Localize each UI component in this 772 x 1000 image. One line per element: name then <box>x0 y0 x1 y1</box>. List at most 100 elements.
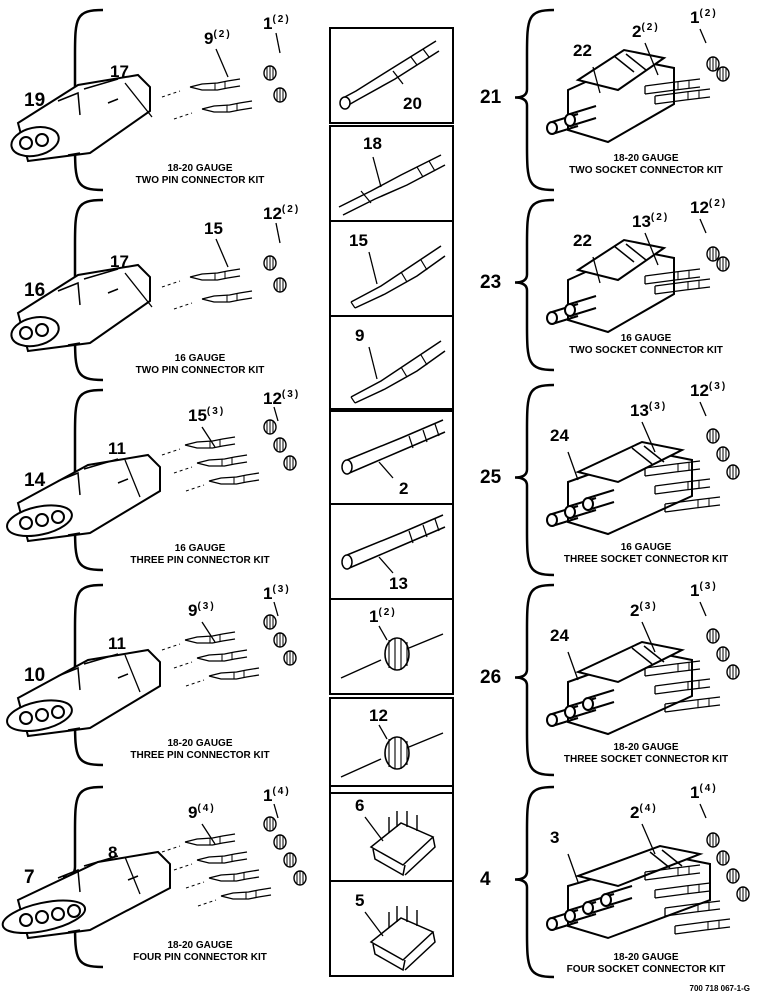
kit-caption-title: TWO SOCKET CONNECTOR KIT <box>569 345 723 356</box>
terminal-quantity: (3) <box>639 601 658 612</box>
kit-caption-title: FOUR PIN CONNECTOR KIT <box>133 952 267 963</box>
socket-housing-collar <box>575 640 686 684</box>
terminal-callout: 13(2) <box>632 213 669 231</box>
kit-number: 23 <box>480 271 502 293</box>
part-leader-line <box>378 556 394 574</box>
terminal-callout: 9(4) <box>188 804 216 822</box>
seal-callout: 1(2) <box>263 15 291 33</box>
socket-tower-end <box>564 909 576 923</box>
socket-housing-latch <box>631 645 665 665</box>
terminal-number: 15 <box>188 406 207 425</box>
assembly-dash-line <box>185 881 205 889</box>
seal-ribs <box>739 887 747 901</box>
seal-leader-line <box>699 601 707 617</box>
terminal-quantity: (2) <box>641 22 660 33</box>
assembly-dash-line <box>161 280 181 288</box>
seal-group <box>706 56 730 82</box>
kit-caption-title: TWO PIN CONNECTOR KIT <box>135 365 265 376</box>
socket-crimp-detail <box>687 480 700 490</box>
seal-icon <box>384 736 410 770</box>
seal-leader-line <box>273 601 279 617</box>
socket-terminals-group <box>644 268 711 295</box>
assembly-dash-line <box>185 484 205 492</box>
terminal-number: 2 <box>632 22 642 41</box>
seal-ribs <box>719 647 727 661</box>
kit-bracket <box>514 785 555 979</box>
seal-quantity: (4) <box>699 783 718 794</box>
socket-housing-collar <box>575 440 686 484</box>
pin-crimp-detail <box>233 475 245 484</box>
part-callout: 1(2) <box>369 608 397 626</box>
seal-group <box>706 428 740 480</box>
terminal-callout: 2(2) <box>632 22 660 41</box>
seal-number: 12 <box>263 389 282 408</box>
pin-cavity <box>35 133 49 147</box>
seal-wire <box>340 732 444 778</box>
terminal-lock-icon <box>369 822 436 877</box>
seal-number: 12 <box>690 381 709 400</box>
socket-terminal-icon <box>644 78 701 95</box>
socket-crimp-detail <box>677 80 690 90</box>
part-number: 13 <box>389 574 408 593</box>
part-callout: 9 <box>355 327 364 344</box>
part-drawing <box>340 724 444 778</box>
socket-crimp-detail <box>697 698 710 708</box>
kit-caption-gauge: 18-20 GAUGE <box>167 738 233 749</box>
terminal-callout: 2(4) <box>630 804 658 822</box>
seal-quantity: (3) <box>281 389 301 400</box>
pin-terminal-icon <box>350 245 446 309</box>
part-callout: 13 <box>389 575 408 592</box>
part-leader-line <box>378 625 388 641</box>
socket-tower-end <box>564 705 576 719</box>
seal-ribs <box>276 633 284 647</box>
terminal-pins-group <box>161 631 260 687</box>
seal-quantity: (3) <box>272 584 291 595</box>
socket-crimp <box>408 423 440 449</box>
terminal-18-icon <box>338 154 446 216</box>
socket-terminal-icon <box>664 900 721 917</box>
socket-terminal-end <box>341 554 353 570</box>
part-leader-line <box>378 724 388 740</box>
socket-terminal-icon <box>644 268 701 285</box>
seal-number: 1 <box>690 8 700 27</box>
pin-housing-drawing <box>10 73 151 163</box>
part-cell: 12 <box>329 697 454 794</box>
socket-tower-end <box>546 513 558 527</box>
part-number: 6 <box>355 796 365 815</box>
seal-callout: 1(4) <box>263 787 291 805</box>
part-leader-line <box>372 156 382 188</box>
part-drawing <box>341 514 446 574</box>
terminal-pins-group <box>161 78 253 120</box>
terminal-18-crimp <box>360 160 436 204</box>
pin-crimp-detail <box>233 872 245 881</box>
socket-crimp-detail <box>687 680 700 690</box>
pin-cavity <box>51 907 65 921</box>
socket-housing-drawing <box>546 640 693 736</box>
terminal-leader-line <box>641 421 656 453</box>
housing-latch <box>57 78 119 116</box>
seal-quantity: (2) <box>281 204 301 215</box>
kit-caption-gauge: 16 GAUGE <box>620 542 672 553</box>
kit-bracket-and-parts-drawing <box>6 583 297 767</box>
socket-terminal-icon <box>654 88 711 105</box>
socket-terminal-icon <box>346 514 446 570</box>
part-drawing <box>339 40 440 110</box>
kit-bracket <box>514 583 555 777</box>
kit-number: 26 <box>480 666 502 688</box>
kit-bracket-and-parts-drawing <box>6 388 297 572</box>
seal-callout: 1(4) <box>690 783 718 802</box>
pin-crimp-detail <box>221 652 233 661</box>
socket-housing-latch <box>613 53 647 73</box>
housing-callout: 22 <box>573 231 592 250</box>
terminal-20-tip <box>339 96 351 110</box>
pin-cavity <box>19 326 33 340</box>
part-number: 15 <box>349 231 368 250</box>
seal-callout: 1(3) <box>263 584 291 603</box>
socket-tower-end <box>546 121 558 135</box>
seal-ribs <box>729 465 737 479</box>
